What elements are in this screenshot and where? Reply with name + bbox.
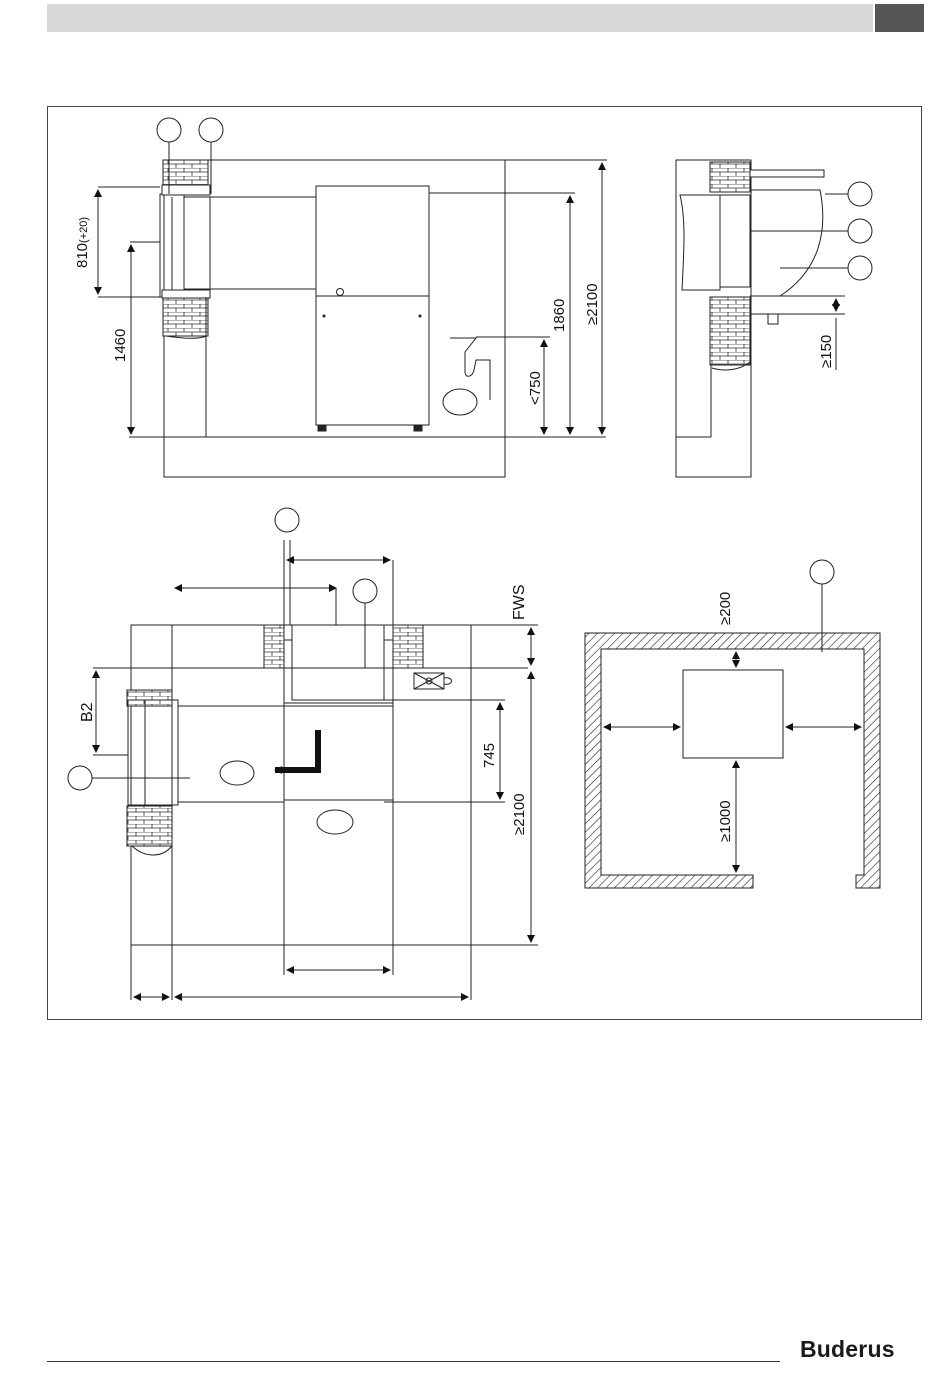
callout-circle	[848, 182, 872, 206]
dim-2100-label: ≥2100	[584, 283, 601, 325]
side-air-channel	[178, 706, 284, 802]
callout-circle	[353, 579, 377, 603]
drain-funnel	[450, 338, 476, 372]
drain-siphon	[443, 389, 477, 415]
dim-200-label: ≥200	[717, 592, 734, 625]
wall-duct-top	[128, 700, 178, 805]
b2-label: B2	[79, 702, 96, 722]
callout-circle	[810, 560, 834, 584]
buderus-logo: Buderus	[800, 1336, 895, 1363]
callout-circle	[68, 766, 92, 790]
dim-750-label: <750	[527, 371, 544, 405]
footer-rule	[47, 1361, 780, 1362]
upper-air-duct	[292, 625, 384, 700]
fws-label: FWS	[511, 584, 528, 620]
side-view-room-outline	[164, 160, 505, 477]
dim-2100-top-label: ≥2100	[511, 793, 528, 835]
heat-pump-unit	[316, 186, 429, 425]
top-view	[68, 508, 538, 1000]
wall-bricks-bottom	[163, 296, 208, 336]
side-view	[98, 118, 607, 477]
dim-745-label: 745	[481, 743, 498, 768]
callout-circle	[848, 256, 872, 280]
duct-bend	[750, 190, 823, 296]
airflow-arrow	[275, 730, 318, 770]
heat-pump-footprint	[683, 670, 783, 758]
dim-810-label: 810(+20)	[74, 217, 91, 268]
callout-circle	[275, 508, 299, 532]
section-view	[676, 160, 872, 477]
callout-circle	[848, 219, 872, 243]
heat-pump-top	[284, 703, 393, 800]
callout-circle	[199, 118, 223, 142]
duct-section	[720, 195, 750, 287]
callout-circle	[157, 118, 181, 142]
dim-1000-label: ≥1000	[717, 800, 734, 842]
dim-1460-label: 1460	[112, 329, 129, 362]
duct-insulation	[680, 195, 720, 290]
dim-1860-label: 1860	[551, 299, 568, 332]
dim-150-label: ≥150	[818, 335, 835, 368]
air-channel	[184, 197, 316, 289]
